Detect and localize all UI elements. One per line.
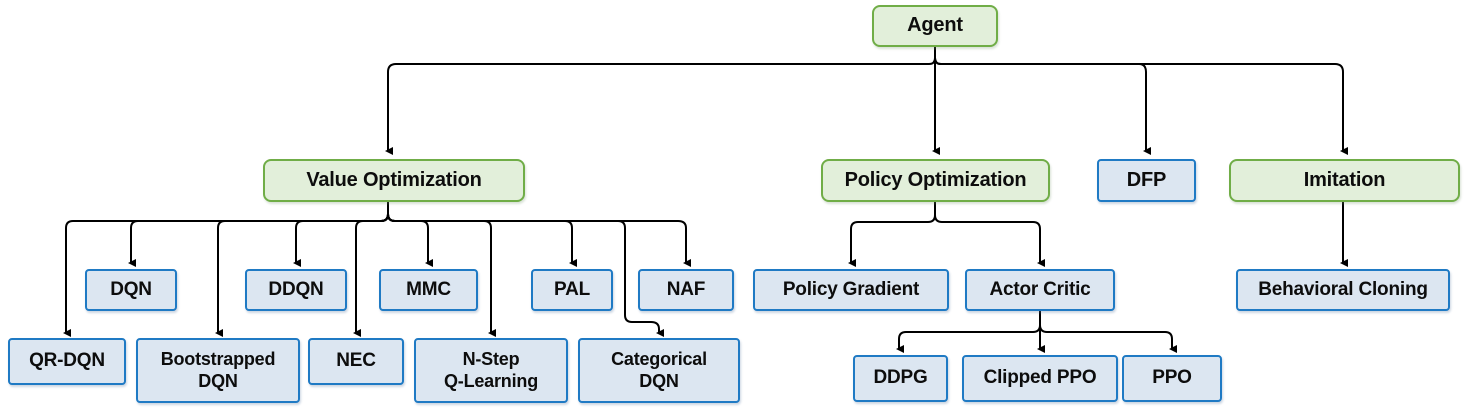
edge-value-optimization-nec [353,202,389,337]
edge-value-optimization-dqn [128,202,389,267]
node-pal[interactable]: PAL [531,269,613,311]
edge-value-optimization-naf [387,202,691,267]
node-ddqn[interactable]: DDQN [245,269,347,311]
node-policy-optimization[interactable]: Policy Optimization [821,159,1050,202]
node-actor-critic[interactable]: Actor Critic [965,269,1115,311]
node-dfp[interactable]: DFP [1097,159,1196,202]
edge-actor-critic-ppo [1039,311,1177,353]
node-behavioral-cloning[interactable]: Behavioral Cloning [1236,269,1450,311]
node-naf[interactable]: NAF [638,269,734,311]
node-imitation[interactable]: Imitation [1229,159,1460,202]
node-agent[interactable]: Agent [872,5,998,47]
node-ppo[interactable]: PPO [1122,355,1222,402]
edge-actor-critic-ddpg [896,311,1041,353]
node-categorical-dqn[interactable]: Categorical DQN [578,338,740,403]
edge-policy-optimization-policy-gradient [848,202,936,267]
edge-policy-optimization-actor-critic [934,202,1045,267]
node-nec[interactable]: NEC [308,338,404,385]
edge-value-optimization-mmc [387,202,433,267]
node-bootstrapped-dqn[interactable]: Bootstrapped DQN [136,338,300,403]
node-qr-dqn[interactable]: QR-DQN [8,338,126,385]
edge-agent-dfp [934,47,1151,155]
edge-agent-imitation [934,47,1348,155]
node-dqn[interactable]: DQN [85,269,177,311]
edge-agent-value-optimization [385,47,936,155]
edge-value-optimization-ddqn [293,202,389,267]
node-clipped-ppo[interactable]: Clipped PPO [962,355,1118,402]
node-mmc[interactable]: MMC [379,269,478,311]
node-value-optimization[interactable]: Value Optimization [263,159,525,202]
node-policy-gradient[interactable]: Policy Gradient [753,269,949,311]
edge-value-optimization-pal [387,202,577,267]
node-ddpg[interactable]: DDPG [853,355,948,402]
node-n-step-q-learning[interactable]: N-Step Q-Learning [414,338,568,403]
